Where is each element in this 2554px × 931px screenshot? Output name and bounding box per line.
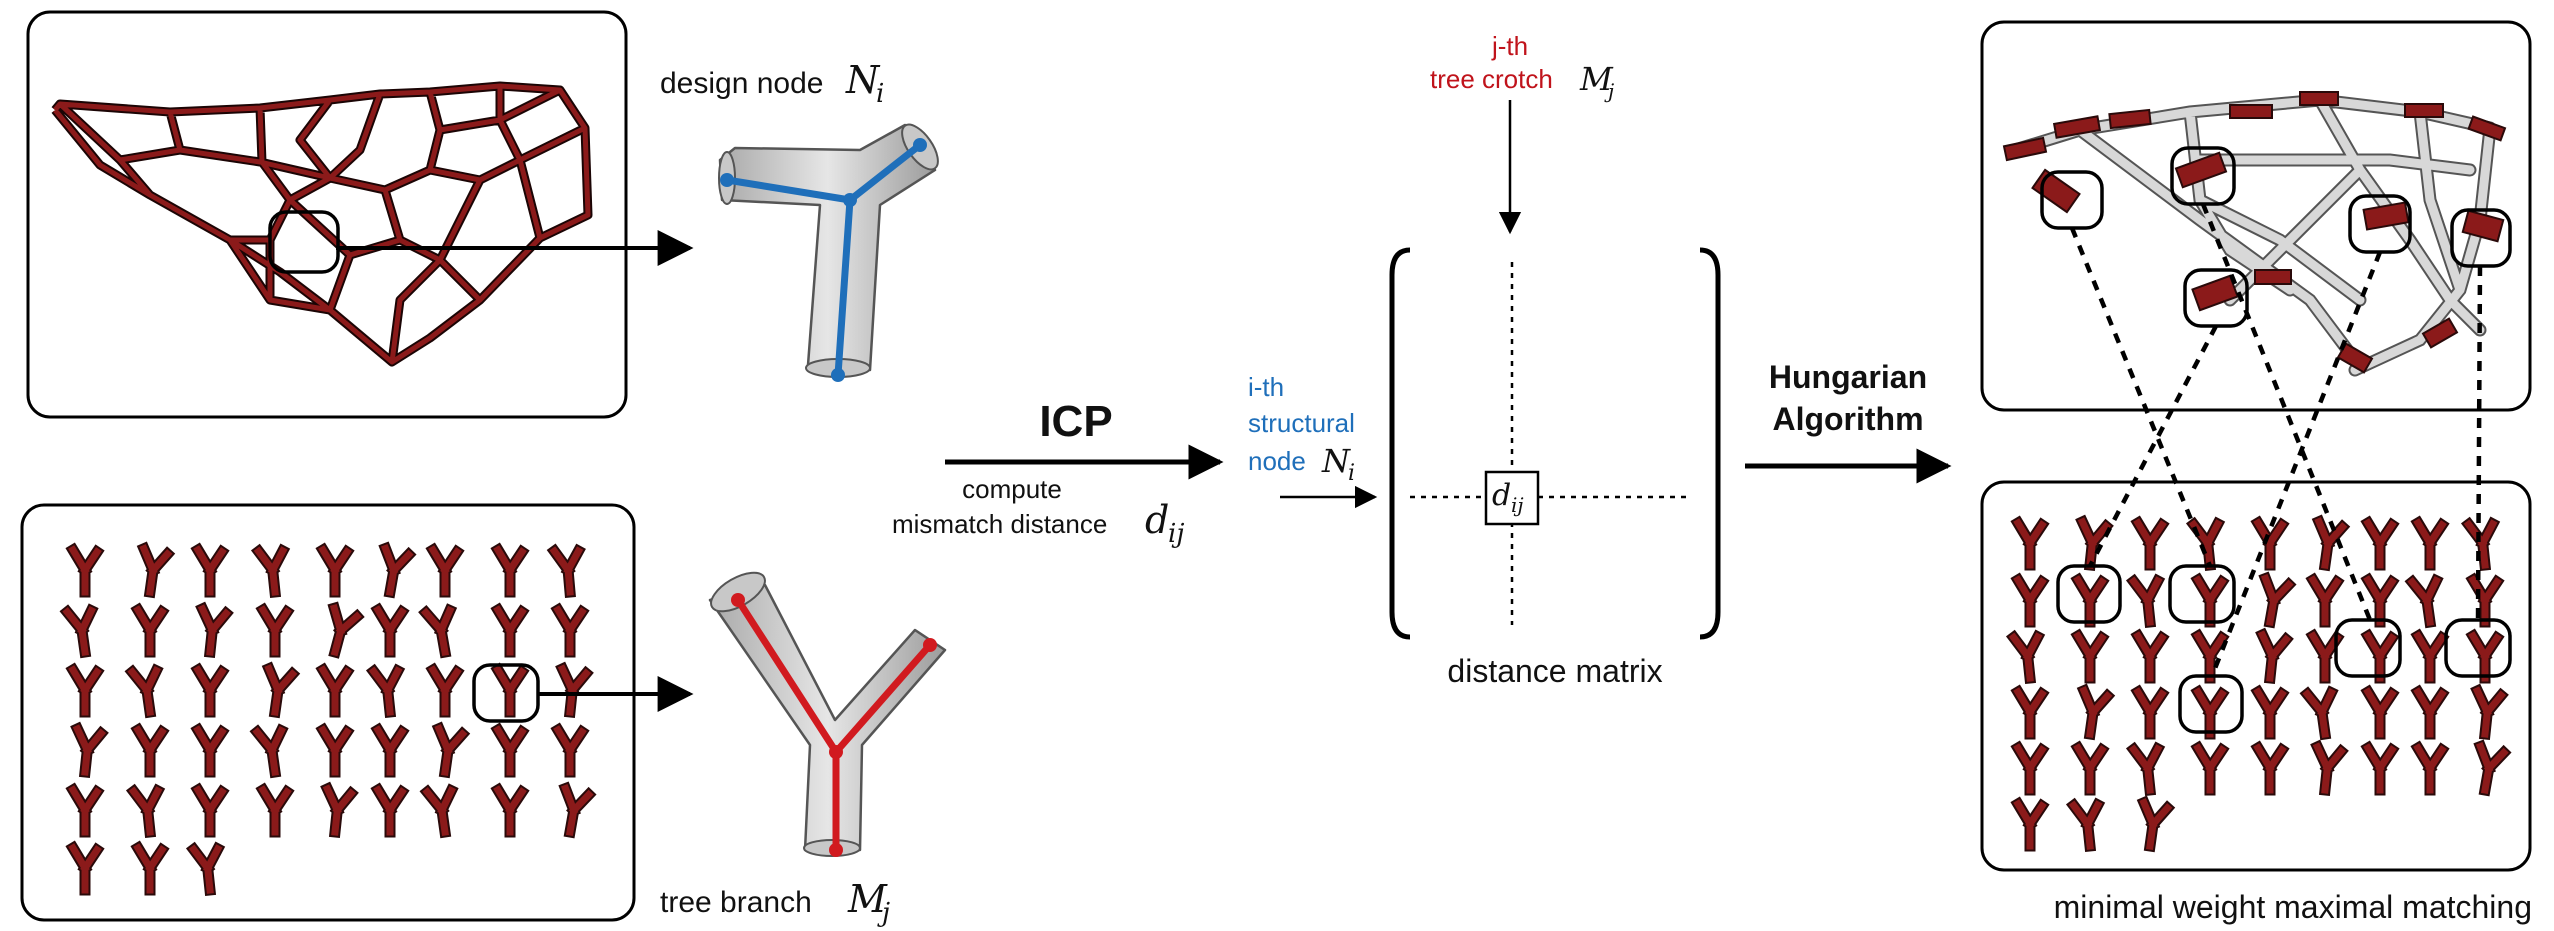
matrix-left-bracket <box>1389 247 1411 640</box>
design-node-label: design node N i <box>660 58 884 109</box>
assembled-structure-panel <box>1980 20 2532 412</box>
matrix-cell-label: d ij <box>1492 478 1524 517</box>
algorithm-label: Algorithm <box>1772 401 1923 437</box>
distance-matrix-label: distance matrix <box>1447 653 1662 689</box>
compute-label: compute <box>962 474 1062 504</box>
panel-frame <box>1980 20 2532 412</box>
jth-crotch-label: j-th tree crotch M j <box>1430 31 1617 103</box>
ith-node-label: i-th structural node N i <box>1248 372 1355 486</box>
design-node-model <box>718 123 939 382</box>
distance-matrix: d ij <box>1389 247 1721 640</box>
tree-branch-library-panel <box>20 503 636 922</box>
matching-label: minimal weight maximal matching <box>2054 889 2532 925</box>
svg-text:i-th: i-th <box>1248 372 1284 402</box>
mismatch-distance-label: mismatch distance d ij <box>892 498 1184 549</box>
hungarian-label: Hungarian <box>1769 359 1927 395</box>
icp-label: ICP <box>1039 397 1112 446</box>
panel-frame <box>1980 480 2532 872</box>
svg-text:structural: structural <box>1248 408 1355 438</box>
svg-text:node N i: node N i <box>1248 442 1355 486</box>
svg-text:tree crotch M j: tree crotch M j <box>1430 60 1617 103</box>
tree-branch-label: tree branch M j <box>660 877 891 928</box>
selected-node-highlight <box>268 210 340 274</box>
panel-frame <box>20 503 636 922</box>
matched-library-panel <box>1980 480 2532 872</box>
matrix-cell <box>1484 470 1540 526</box>
matching-lines <box>2069 203 2483 677</box>
design-structure-panel <box>26 10 628 419</box>
matched-node-highlights-bottom <box>2056 564 2512 734</box>
tree-branch-model <box>708 571 947 857</box>
svg-text:j-th: j-th <box>1491 31 1528 61</box>
matrix-right-bracket <box>1699 247 1721 640</box>
